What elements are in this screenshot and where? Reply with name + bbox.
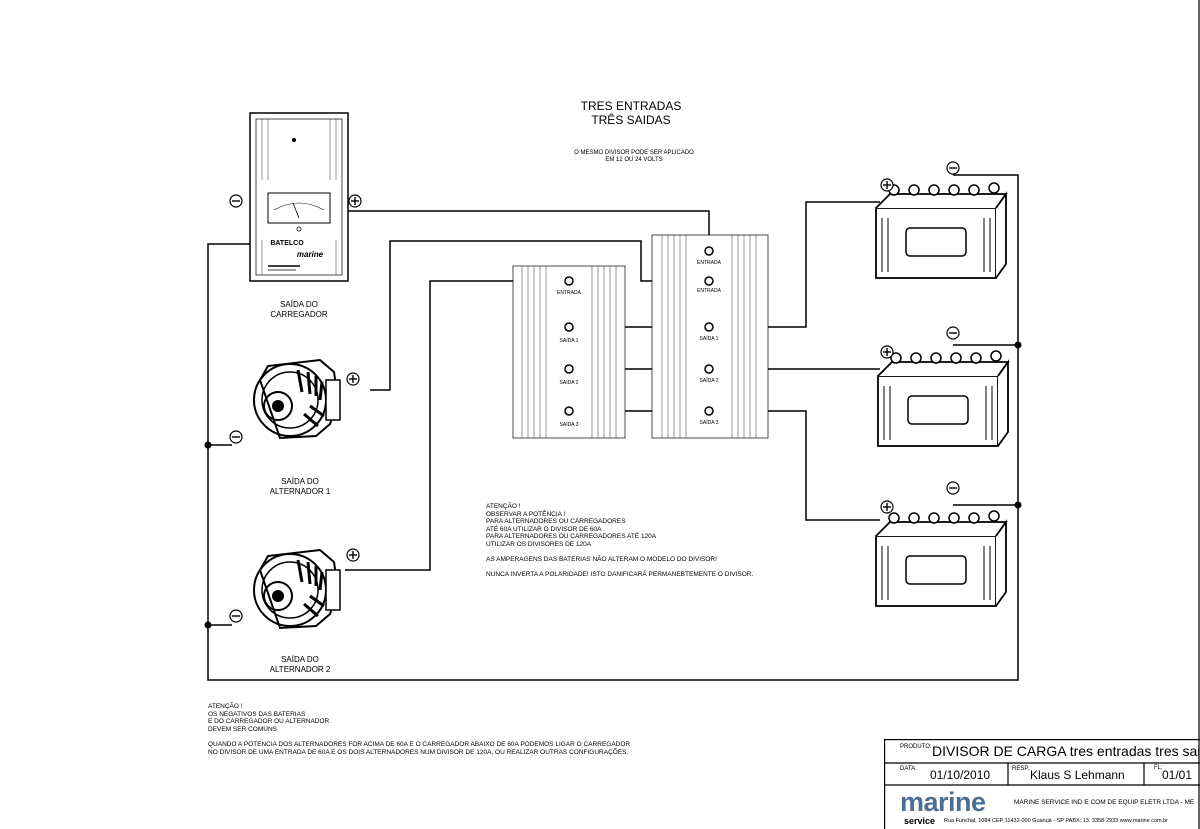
alternator-2-label-2: ALTERNADOR 2 xyxy=(270,665,331,674)
diagram-subtitle-2: EM 12 OU 24 VOLTS xyxy=(605,157,662,163)
right-divider-saida-2: SAÍDA 2 xyxy=(700,377,719,384)
marine-logo-service: service xyxy=(904,816,936,826)
note-line: UTILIZAR OS DIVISORES DE 120A xyxy=(486,540,592,548)
charger-label-1: SAÍDA DO xyxy=(280,300,318,309)
note-line: ATÉ 60A UTILIZAR O DIVISOR DE 60A xyxy=(486,525,602,533)
note-line: PARA ALTERNADORES OU CARREGADORES xyxy=(486,518,626,526)
junction-dots xyxy=(204,341,1022,629)
title-block: PRODUTO: DIVISOR DE CARGA tres entradas … xyxy=(884,739,1200,829)
left-divider-saida-2: SAÍDA 2 xyxy=(560,379,579,386)
battery-3 xyxy=(875,510,1007,607)
fl-value: 01/01 xyxy=(1162,768,1193,782)
warning-notes-bottom: ATENÇÃO ! OS NEGATIVOS DAS BATERIAS E DO… xyxy=(208,703,630,756)
resp-value: Klaus S Lehmann xyxy=(1030,768,1125,782)
note-line: NUNCA INVERTA A POLARIDADE! ISTO DANIFIC… xyxy=(486,571,754,579)
charger-label-2: CARREGADOR xyxy=(270,310,328,319)
produto-label: PRODUTO: xyxy=(900,744,932,750)
right-divider-entrada-1: ENTRADA xyxy=(697,260,722,266)
battery-2 xyxy=(877,350,1009,447)
note-line: OBSERVAR A POTÊNCIA ! xyxy=(486,510,566,518)
note-line: DEVEM SER COMUNS xyxy=(208,725,277,733)
alternator-1 xyxy=(252,358,342,440)
note-line xyxy=(208,733,630,741)
produto-value: DIVISOR DE CARGA tres entradas tres said… xyxy=(932,743,1200,759)
company-address: Rua Funchal, 1084 CEP 11432-000 Guarujá … xyxy=(944,818,1168,824)
charger-brand: BATELCO xyxy=(270,240,304,247)
left-divider-saida-1: SAÍDA 1 xyxy=(560,337,579,344)
right-divider-saida-1: SAÍDA 1 xyxy=(700,335,719,342)
diagram-title-2: TRÊS SAIDAS xyxy=(591,112,670,127)
marine-logo: marine xyxy=(900,787,986,817)
data-label: DATA: xyxy=(900,766,917,772)
charger-logo: marine xyxy=(297,250,324,259)
resp-label: RESP.: xyxy=(1012,766,1031,772)
right-divider-entrada-2: ENTRADA xyxy=(697,288,722,294)
battery-1 xyxy=(875,182,1007,279)
polarity-marks xyxy=(232,167,957,617)
battery-charger: BATELCO marine xyxy=(249,112,349,282)
alternator-2-label-1: SAÍDA DO xyxy=(281,655,319,664)
note-line: E DO CARREGADOR OU ALTERNADOR xyxy=(208,718,330,726)
diagram-title-1: TRES ENTRADAS xyxy=(581,99,682,113)
left-divider-saida-3: SAÍDA 3 xyxy=(560,421,579,428)
left-divider-entrada: ENTRADA xyxy=(557,290,582,296)
company-name: MARINE SERVICE IND E COM DE EQUIP ELETR … xyxy=(1014,799,1195,806)
alternator-1-label-1: SAÍDA DO xyxy=(281,477,319,486)
diagram-subtitle-1: O MESMO DIVISOR PODE SER APLICADO xyxy=(574,150,694,156)
terminals xyxy=(564,246,714,416)
note-line: OS NEGATIVOS DAS BATERIAS xyxy=(208,710,306,718)
note-line: NO DIVISOR DE UMA ENTRADA DE 60A E OS DO… xyxy=(208,748,629,756)
warning-notes-center: ATENÇÃO ! OBSERVAR A POTÊNCIA ! PARA ALT… xyxy=(486,503,753,579)
divider-right xyxy=(651,234,769,439)
divider-left xyxy=(512,265,626,439)
note-line: ATENÇÃO ! xyxy=(486,503,521,510)
alternator-2 xyxy=(252,548,342,630)
note-line: PARA ALTERNADORES OU CARREGADORES ATÉ 12… xyxy=(486,533,657,541)
note-line: QUANDO A POTENCIA DOS ALTERNADORES FOR A… xyxy=(208,740,631,748)
right-divider-saida-3: SAÍDA 3 xyxy=(700,419,719,426)
note-line: ATENÇÃO ! xyxy=(208,703,243,710)
note-line: AS AMPERAGENS DAS BATERIAS NÃO ALTERAM O… xyxy=(486,556,717,564)
alternator-1-label-2: ALTERNADOR 1 xyxy=(270,487,331,496)
fl-label: FL: xyxy=(1154,765,1163,771)
data-value: 01/10/2010 xyxy=(930,768,991,782)
